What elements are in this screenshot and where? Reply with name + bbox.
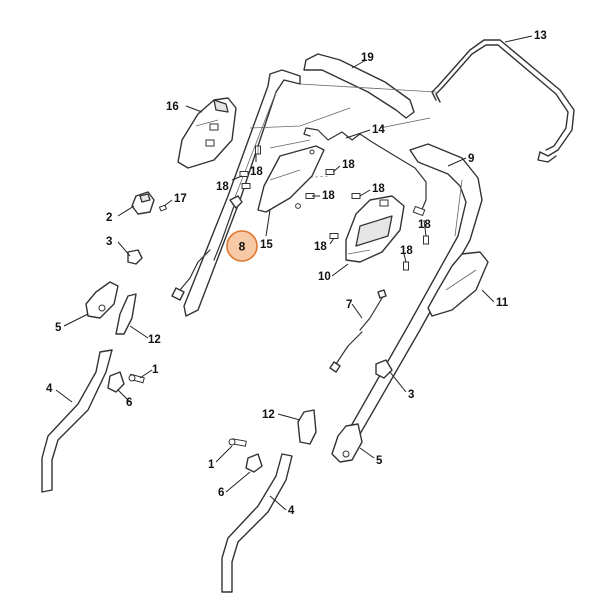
label-18b: 18	[342, 159, 355, 171]
label-17: 17	[174, 193, 187, 205]
part-7-cable	[329, 289, 387, 373]
label-11: 11	[496, 297, 509, 309]
part-2-clip	[131, 191, 155, 215]
label-10: 10	[318, 271, 331, 283]
label-15: 15	[260, 239, 273, 251]
label-18h: 18	[400, 245, 413, 257]
part-8-cable	[171, 195, 243, 301]
part-12-right-lever	[297, 409, 317, 445]
part-11-side-cover	[427, 251, 489, 317]
label-14: 14	[372, 124, 385, 136]
label-6a: 6	[126, 397, 132, 409]
label-18g: 18	[418, 219, 431, 231]
label-18c: 18	[372, 183, 385, 195]
label-5b: 5	[376, 455, 383, 467]
part-12-left-lever	[115, 293, 137, 335]
part-3-right-knob	[375, 359, 393, 379]
part-6-left-nut	[107, 371, 125, 393]
part-4-left-lower-tube	[41, 349, 113, 493]
label-2: 2	[106, 212, 112, 224]
part-16-left-housing	[177, 97, 237, 169]
part-19-crossbar	[303, 53, 415, 119]
label-18e: 18	[322, 190, 335, 202]
label-18a: 18	[250, 166, 263, 178]
label-5a: 5	[55, 322, 62, 334]
highlighted-part-8-marker[interactable]: 8	[226, 230, 258, 262]
part-number-labels: 13 19 16 14 9 18 18 18 18 18 18 18 18 17…	[46, 30, 547, 517]
screws-18	[239, 145, 429, 271]
part-14-cable	[303, 127, 427, 217]
part-1-right-bolt	[228, 438, 247, 447]
part-10-right-housing	[345, 195, 405, 263]
label-4b: 4	[288, 505, 295, 517]
label-6b: 6	[218, 487, 224, 499]
label-1a: 1	[152, 364, 159, 376]
part-13-bail-bar	[431, 39, 575, 163]
label-8: 8	[239, 240, 246, 254]
part-5-left-bracket	[85, 281, 119, 319]
label-4a: 4	[46, 383, 53, 395]
label-7: 7	[346, 299, 352, 311]
part-6-right-nut	[245, 453, 263, 473]
label-13: 13	[534, 30, 547, 42]
part-4-right-lower-tube	[221, 453, 293, 593]
part-1-left-bolt	[128, 373, 145, 384]
leader-lines	[55, 35, 533, 511]
label-1b: 1	[208, 459, 215, 471]
label-9: 9	[468, 153, 474, 165]
label-3a: 3	[106, 236, 112, 248]
label-19: 19	[361, 52, 374, 64]
label-3b: 3	[408, 389, 414, 401]
part-17-screw	[158, 204, 168, 212]
label-12a: 12	[148, 334, 161, 346]
label-18d: 18	[216, 181, 229, 193]
part-3-left-knob	[127, 249, 143, 265]
part-15-cover	[257, 145, 325, 213]
part-5-right-bracket	[331, 423, 363, 463]
label-16: 16	[166, 101, 179, 113]
label-12b: 12	[262, 409, 275, 421]
label-18f: 18	[314, 241, 327, 253]
